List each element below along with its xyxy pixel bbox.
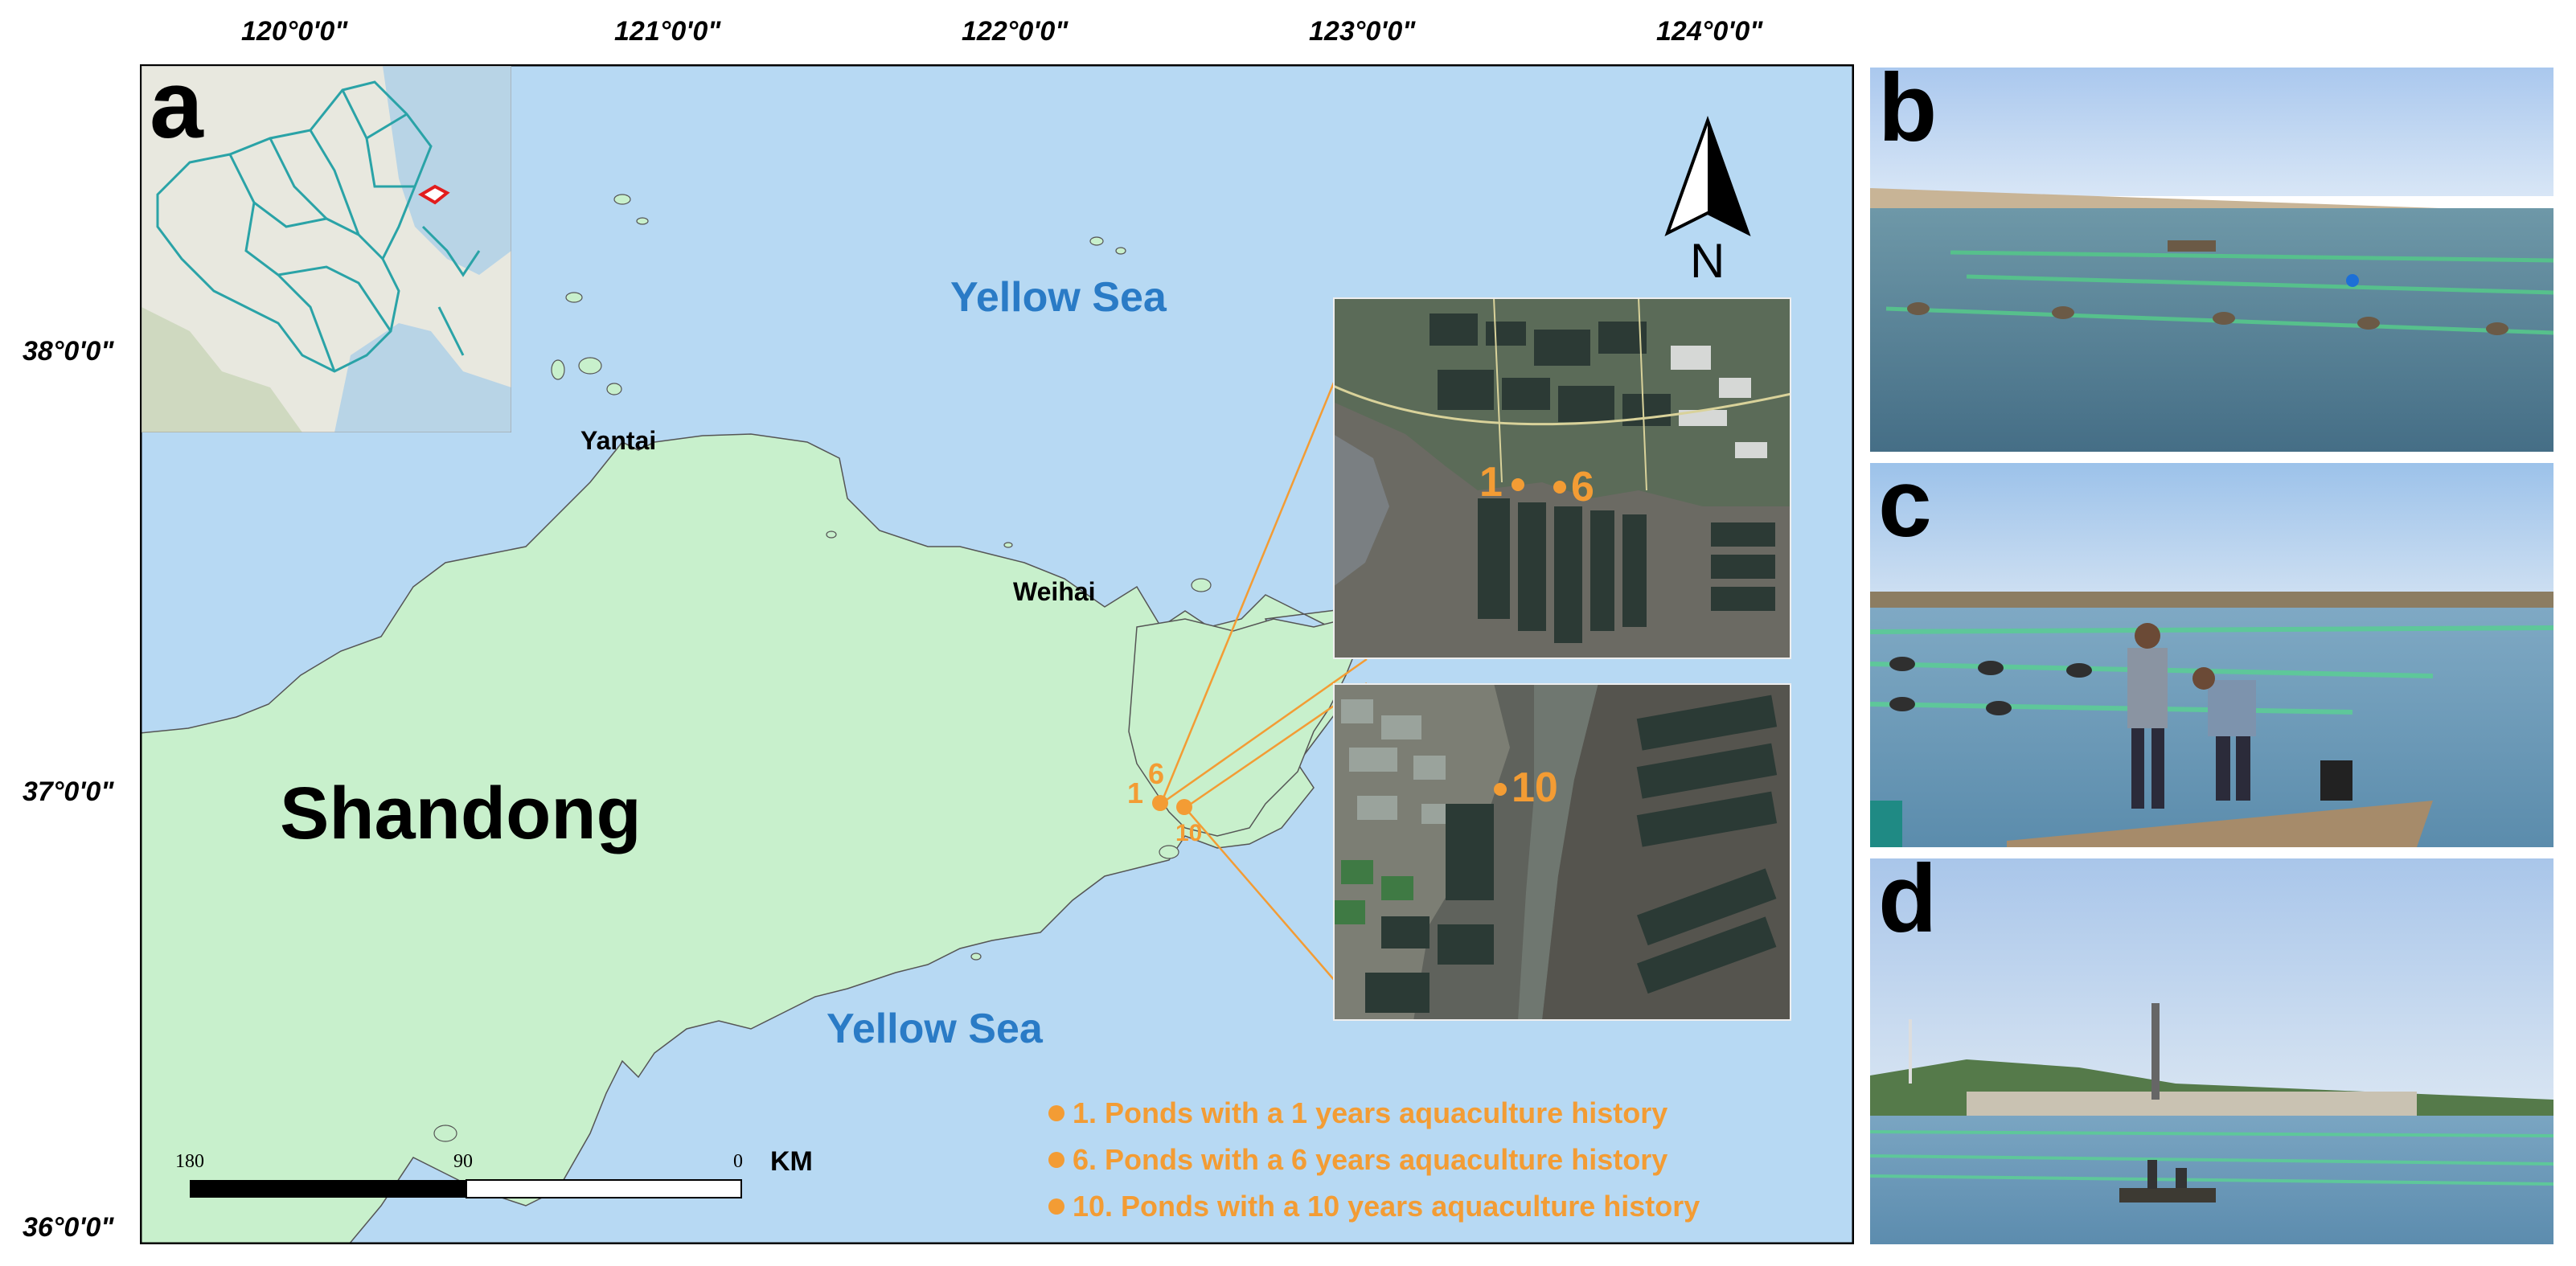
legend-dot [1048,1152,1064,1168]
scale-unit-label: KM [770,1146,813,1177]
shandong-landmass [140,433,1395,1244]
satellite-inset-top: 1 6 [1333,297,1791,659]
china-overview-inset [142,66,511,432]
scale-bar [190,1179,742,1198]
panel-a-label: a [150,51,203,158]
island [970,953,982,961]
lat-label-37: 37°0'0" [23,776,114,807]
island [1115,247,1126,255]
legend-item-10: 10. Ponds with a 10 years aquaculture hi… [1048,1183,1700,1230]
island [433,1125,457,1142]
north-label: N [1690,234,1725,288]
inset-top-site-6-dot [1553,481,1566,494]
map-site-label-6: 6 [1148,757,1165,790]
island [1159,845,1179,859]
inset-bottom-site-10-dot [1494,783,1507,796]
island [1003,542,1013,548]
island [613,194,631,205]
scale-label-mid: 90 [453,1151,473,1172]
legend-item-6: 6. Ponds with a 6 years aquaculture hist… [1048,1137,1700,1183]
satellite-inset-bottom: 10 [1333,683,1791,1021]
legend-text-10: 10. Ponds with a 10 years aquaculture hi… [1073,1190,1700,1223]
lon-label-122: 122°0'0" [962,16,1069,47]
sea-label-top: Yellow Sea [950,274,1167,321]
site-1-dot [1152,795,1168,811]
city-label-weihai: Weihai [1013,577,1096,606]
island [578,357,602,375]
island [826,531,837,539]
island [636,217,649,225]
map-site-label-10: 10 [1175,820,1203,846]
island [1089,236,1104,246]
lon-label-120: 120°0'0" [241,16,348,47]
lon-label-124: 124°0'0" [1656,16,1763,47]
legend-item-1: 1. Ponds with a 1 years aquaculture hist… [1048,1090,1700,1137]
legend-text-6: 6. Ponds with a 6 years aquaculture hist… [1073,1143,1668,1176]
province-label-shandong: Shandong [280,772,642,854]
china-overview-svg [142,66,511,432]
panel-c-label: c [1878,463,1932,557]
map-site-label-1: 1 [1127,776,1144,809]
island [551,359,565,380]
peninsula-tip [1128,618,1363,837]
photo-panel-d: d [1870,858,2553,1244]
inset-top-site-1-label: 1 [1479,459,1503,506]
workers [2127,623,2352,809]
island [1191,578,1212,592]
photo-panel-c: c [1870,463,2553,847]
photo-panel-b: b [1870,68,2553,452]
legend-text-1: 1. Ponds with a 1 years aquaculture hist… [1073,1096,1668,1129]
photo-c-svg [1870,463,2553,847]
lon-label-123: 123°0'0" [1309,16,1416,47]
map-border [140,64,1854,1244]
photo-b-svg [1870,68,2553,452]
satellite-top-svg [1333,297,1791,659]
inset-bottom-site-10-label: 10 [1512,764,1558,811]
island [565,292,583,303]
lon-label-121: 121°0'0" [614,16,721,47]
satellite-bottom-svg [1333,683,1791,1021]
legend: 1. Ponds with a 1 years aquaculture hist… [1048,1090,1700,1230]
photo-d-svg [1870,858,2553,1244]
inset-top-site-6-label: 6 [1571,464,1594,510]
north-arrow-icon [1664,116,1751,237]
panel-d-label: d [1878,858,1938,953]
scale-label-right: 0 [733,1151,743,1172]
shandong-highlight [418,184,450,205]
city-label-yantai: Yantai [580,426,657,455]
sea-label-bottom: Yellow Sea [827,1006,1043,1052]
scale-label-left: 180 [175,1151,204,1172]
map-panel: 1 6 [140,56,1854,1244]
panel-b-label: b [1878,68,1938,162]
site-10-dot [1176,799,1192,815]
legend-dot [1048,1105,1064,1121]
lat-label-38: 38°0'0" [23,336,114,367]
legend-dot [1048,1198,1064,1215]
china-borders [156,80,481,373]
inset-top-site-1-dot [1512,478,1524,491]
island [606,383,622,395]
lat-label-36: 36°0'0" [23,1212,114,1243]
